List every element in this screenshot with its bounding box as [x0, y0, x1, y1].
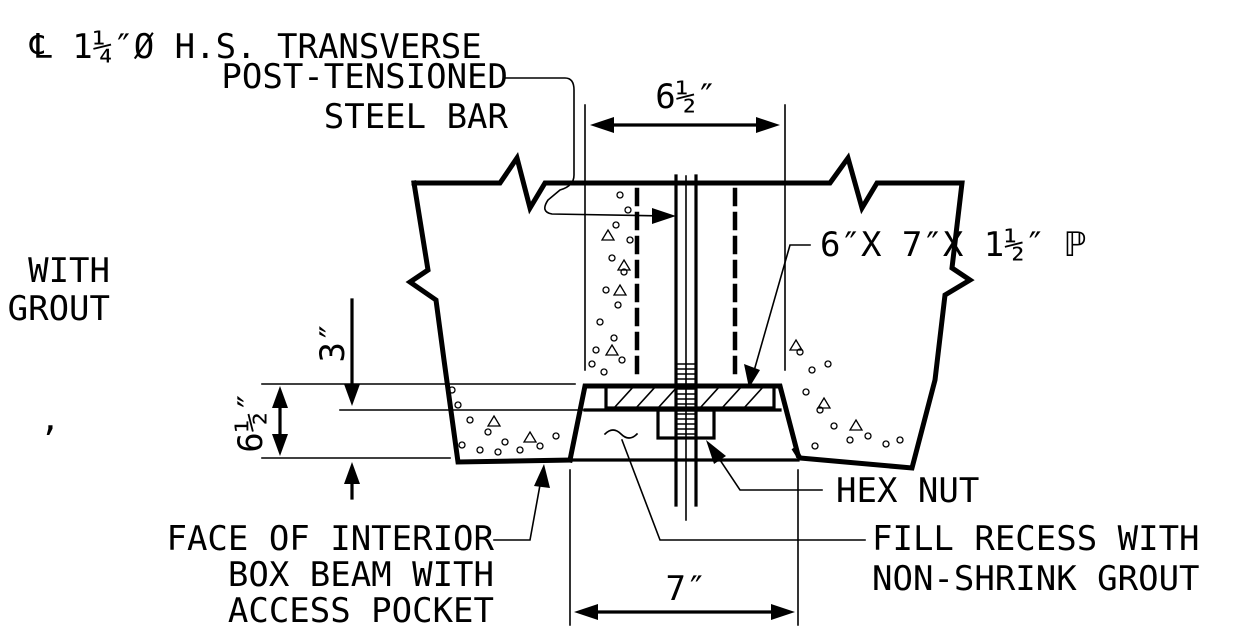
- leader-lines: [493, 77, 866, 541]
- face-label-line3: ACCESS POCKET: [228, 591, 494, 631]
- beam-outline: [405, 152, 975, 471]
- fill-recess-label-line2: NON-SHRINK GROUT: [872, 559, 1200, 599]
- dim-depth-partial: 3″: [313, 322, 353, 363]
- dim-depth-total: 6½″: [231, 391, 271, 452]
- dimension-texts: 6½″ 7″ 6½″ 3″: [231, 77, 717, 609]
- fill-recess-label-line1: FILL RECESS WITH: [872, 519, 1200, 559]
- face-label-line1: FACE OF INTERIOR: [166, 519, 494, 559]
- bar-label-line2: POST-TENSIONED: [221, 57, 508, 97]
- bar-label-line3: STEEL BAR: [324, 97, 509, 137]
- dim-bottom-width: 7″: [666, 569, 707, 609]
- face-label-line2: BOX BEAM WITH: [228, 555, 494, 595]
- recess-outline: [567, 383, 802, 463]
- dimension-arrows: [272, 117, 795, 620]
- cut-label-line2: GROUT: [8, 289, 110, 329]
- cut-label-line1: WITH: [28, 251, 110, 291]
- grout-aggregate: [448, 191, 904, 456]
- plate-label: 6″X 7″X 1½″ ℙ: [820, 225, 1086, 265]
- cut-mark: ,: [40, 399, 60, 439]
- bar-label-line1: ℄ 1¼″Ø H.S. TRANSVERSE: [29, 27, 482, 67]
- hex-nut-label: HEX NUT: [836, 471, 979, 511]
- dim-top-width: 6½″: [655, 77, 716, 117]
- extension-lines: [261, 104, 799, 626]
- labels: ℄ 1¼″Ø H.S. TRANSVERSE POST-TENSIONED ST…: [8, 27, 1200, 631]
- steel-bar: [674, 174, 698, 521]
- duct-lines: [634, 187, 738, 385]
